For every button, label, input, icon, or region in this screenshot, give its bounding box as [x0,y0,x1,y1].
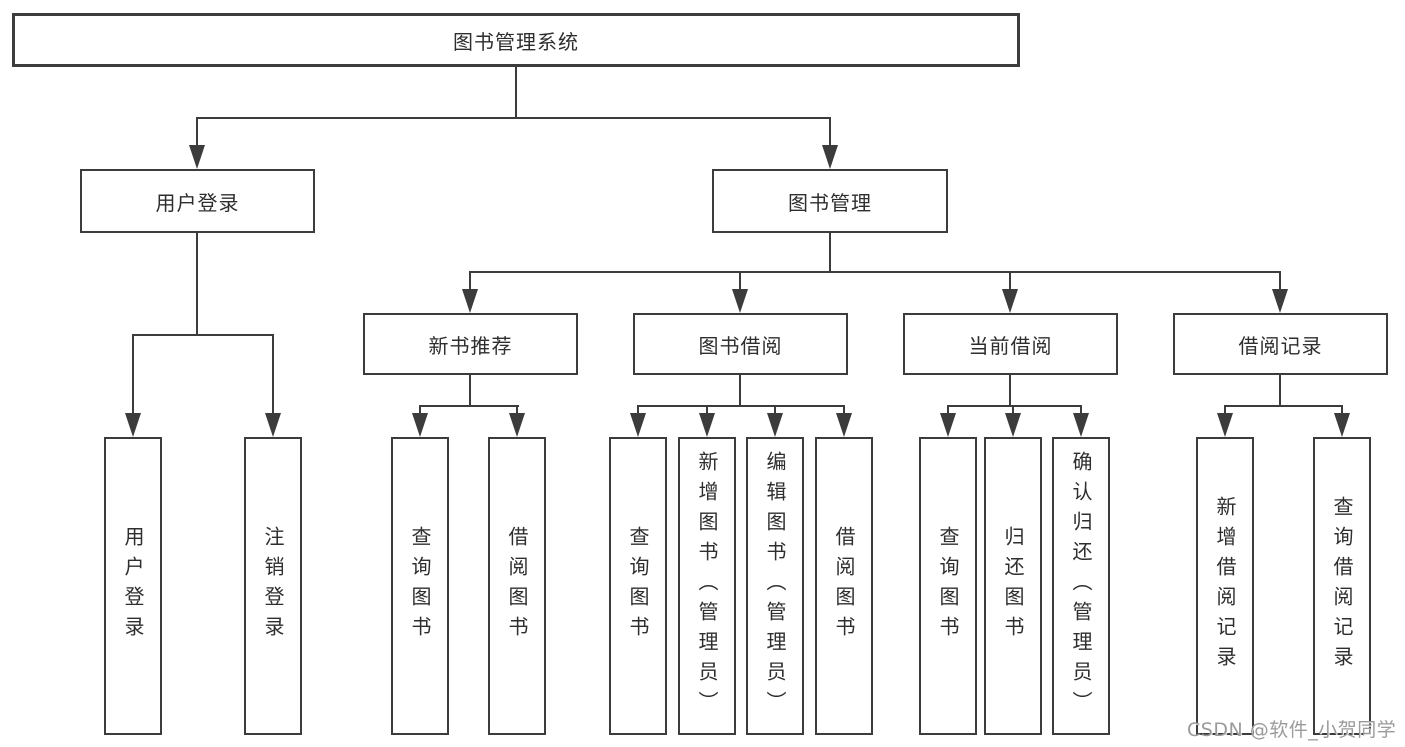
leaf-borrow-query-books: 查询图书 [609,437,667,735]
leaf-record-add-borrow-record: 新增借阅记录 [1196,437,1254,735]
node-book-management-branch: 图书管理 [712,169,948,233]
node-new-book-recommendation-label: 新书推荐 [428,333,513,358]
leaf-borrow-add-books-admin: 新增图书（管理员） [678,437,736,735]
leaf-record-add-borrow-record-label: 新增借阅记录 [1213,496,1237,676]
edge-drop-user-login-leaf [132,334,134,414]
node-book-borrowing-label: 图书借阅 [698,333,783,358]
leaf-newbook-borrow-books: 借阅图书 [488,437,546,735]
edge-drop-user-login [196,117,198,145]
leaf-record-query-borrow-record: 查询借阅记录 [1313,437,1371,735]
node-book-borrowing: 图书借阅 [633,313,848,375]
leaf-current-return-books-label: 归还图书 [1001,526,1025,646]
edge-drop-borrowing-records [1279,271,1281,291]
leaf-newbook-query-books-label: 查询图书 [408,526,432,646]
edge-drop-current-borrowing [1009,271,1011,291]
leaf-current-confirm-return-admin: 确认归还（管理员） [1052,437,1110,735]
arrow-down-icon [699,413,715,437]
node-borrowing-records: 借阅记录 [1173,313,1388,375]
edge-drop-leaf [1224,405,1226,415]
arrow-down-icon [412,413,428,437]
leaf-newbook-borrow-books-label: 借阅图书 [505,526,529,646]
leaf-borrow-query-books-label: 查询图书 [626,526,650,646]
csdn-watermark: CSDN @软件_小贺同学 [1187,719,1397,741]
arrow-down-icon [125,413,141,437]
leaf-record-query-borrow-record-label: 查询借阅记录 [1330,496,1354,676]
edge-book-stem [829,233,831,273]
arrow-down-icon [509,413,525,437]
leaf-borrow-borrow-books-label: 借阅图书 [832,526,856,646]
node-borrowing-records-label: 借阅记录 [1238,333,1323,358]
arrow-down-icon [630,413,646,437]
leaf-borrow-add-books-admin-label: 新增图书（管理员） [695,451,719,721]
edge-drop-logout-leaf [272,334,274,414]
leaf-current-confirm-return-admin-label: 确认归还（管理员） [1069,451,1093,721]
edge-level3-branch [469,271,1281,273]
edge-drop-leaf [843,405,845,415]
arrow-down-icon [1272,289,1288,313]
leaf-current-return-books: 归还图书 [984,437,1042,735]
edge-drop-book-management [829,117,831,145]
edge-user-stem [196,233,198,336]
edge-drop-new-book [469,271,471,291]
edge-newbook-stem [469,373,471,407]
node-user-login-branch-label: 用户登录 [155,190,240,215]
leaf-borrow-edit-books-admin: 编辑图书（管理员） [746,437,804,735]
edge-drop-leaf [774,405,776,415]
leaf-current-query-books: 查询图书 [919,437,977,735]
edge-drop-leaf [947,405,949,415]
leaf-user-login-label: 用户登录 [121,526,145,646]
edge-borrowing-branch [637,405,845,407]
arrow-down-icon [1002,289,1018,313]
leaf-borrow-borrow-books: 借阅图书 [815,437,873,735]
edge-current-branch [947,405,1082,407]
arrow-down-icon [462,289,478,313]
edge-drop-leaf [1080,405,1082,415]
leaf-current-query-books-label: 查询图书 [936,526,960,646]
leaf-borrow-edit-books-admin-label: 编辑图书（管理员） [763,451,787,721]
arrow-down-icon [940,413,956,437]
edge-drop-leaf [1341,405,1343,415]
arrow-down-icon [822,145,838,169]
arrow-down-icon [1217,413,1233,437]
arrow-down-icon [836,413,852,437]
edge-current-stem [1009,373,1011,407]
arrow-down-icon [1334,413,1350,437]
arrow-down-icon [1073,413,1089,437]
arrow-down-icon [767,413,783,437]
arrow-down-icon [265,413,281,437]
edge-drop-book-borrowing [739,271,741,291]
node-user-login-branch: 用户登录 [80,169,315,233]
node-book-management-branch-label: 图书管理 [788,190,872,215]
edge-drop-leaf [419,405,421,415]
arrow-down-icon [189,145,205,169]
edge-level2-branch [196,117,831,119]
edge-user-branch [132,334,274,336]
arrow-down-icon [732,289,748,313]
edge-drop-leaf [516,405,518,415]
edge-records-branch [1224,405,1343,407]
edge-drop-leaf [1012,405,1014,415]
edge-root-stem [515,67,517,118]
node-library-management-system: 图书管理系统 [12,13,1020,67]
edge-records-stem [1279,373,1281,407]
edge-drop-leaf [637,405,639,415]
edge-borrowing-stem [739,373,741,407]
arrow-down-icon [1005,413,1021,437]
edge-drop-leaf [706,405,708,415]
leaf-newbook-query-books: 查询图书 [391,437,449,735]
leaf-logout-label: 注销登录 [261,526,285,646]
node-current-borrowing: 当前借阅 [903,313,1118,375]
leaf-user-login: 用户登录 [104,437,162,735]
node-new-book-recommendation: 新书推荐 [363,313,578,375]
edge-newbook-branch [419,405,519,407]
leaf-logout: 注销登录 [244,437,302,735]
node-library-management-system-label: 图书管理系统 [453,29,579,54]
node-current-borrowing-label: 当前借阅 [968,333,1053,358]
